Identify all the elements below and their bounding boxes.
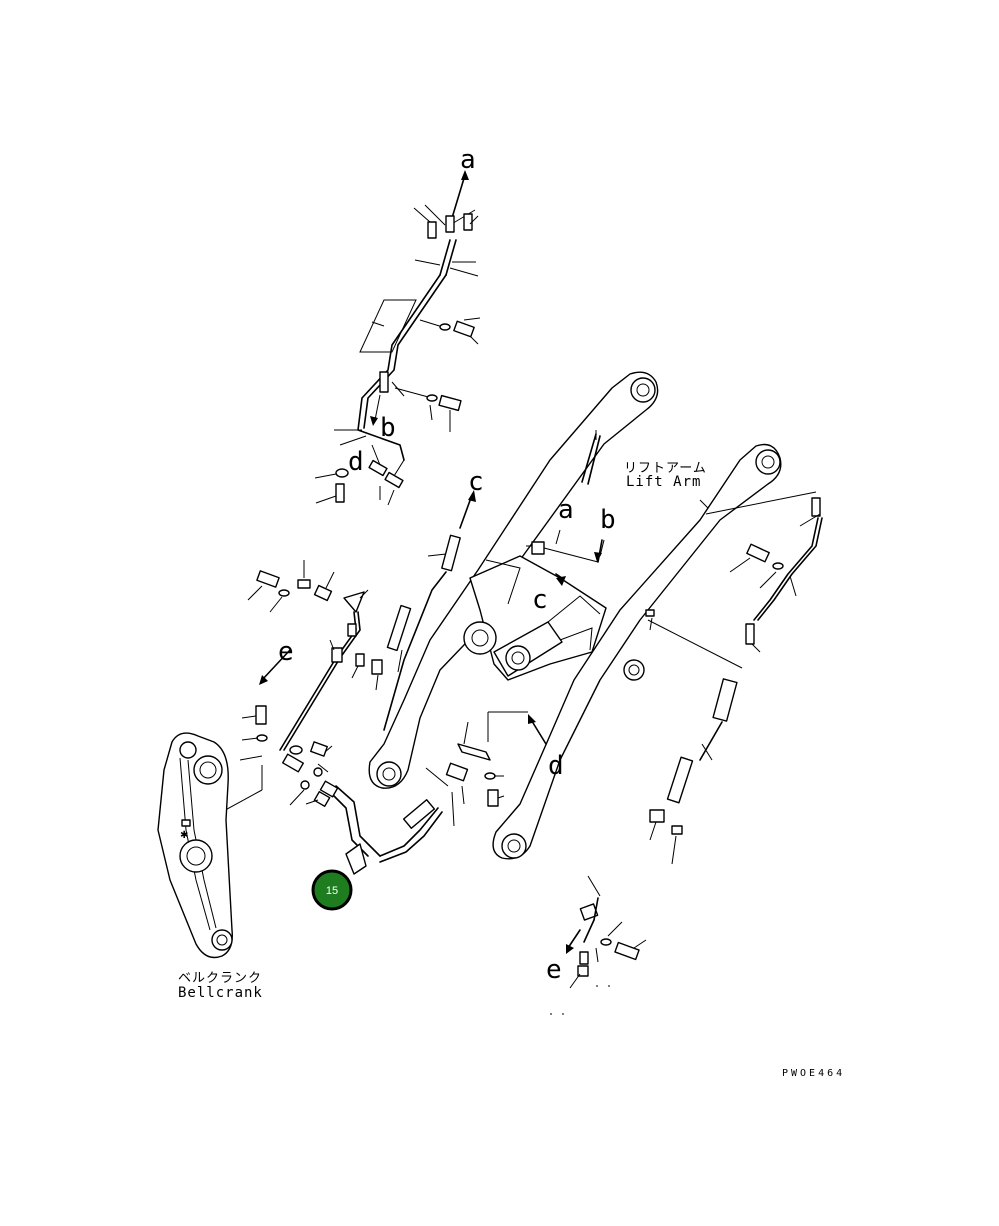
ref-label-d-arm: d (548, 751, 564, 781)
lower-right-assembly (550, 875, 647, 1015)
ref-label-e-left: e (278, 637, 294, 667)
ref-label-c-arm: c (532, 585, 548, 615)
bellcrank-label-jp: ベルクランク (178, 971, 262, 986)
ref-label-a-top: a (460, 145, 476, 175)
ref-label-d-upper: d (348, 447, 364, 477)
drawing-code: PWOE464 (782, 1068, 845, 1079)
lower-hose-assembly (305, 711, 547, 875)
ref-label-b-upper: b (380, 413, 396, 443)
callout-15-number[interactable]: 15 (326, 885, 338, 897)
ref-label-a-arm: a (558, 495, 574, 525)
callout-15[interactable]: 15 (311, 869, 353, 911)
svg-text:✱: ✱ (180, 830, 188, 841)
right-hose-assembly (645, 491, 823, 865)
lift-arm-label-en: Lift Arm (626, 474, 701, 490)
cross-tube (463, 555, 607, 681)
lift-arm-right (492, 443, 782, 860)
ref-label-e-lower: e (546, 955, 562, 985)
lift-arm-label-jp: リフトアーム (624, 461, 707, 476)
arm-hose-c (383, 490, 476, 731)
left-hose-assembly (184, 560, 383, 833)
bellcrank: ✱ (157, 732, 233, 959)
ref-label-c-upper: c (468, 467, 484, 497)
callout-15-circle[interactable] (311, 869, 353, 911)
upper-hose-assembly (314, 170, 481, 506)
bellcrank-label-en: Bellcrank (178, 985, 263, 1001)
lift-arm-left (368, 371, 659, 789)
ref-label-b-arm: b (600, 505, 616, 535)
center-hoses (526, 430, 605, 586)
